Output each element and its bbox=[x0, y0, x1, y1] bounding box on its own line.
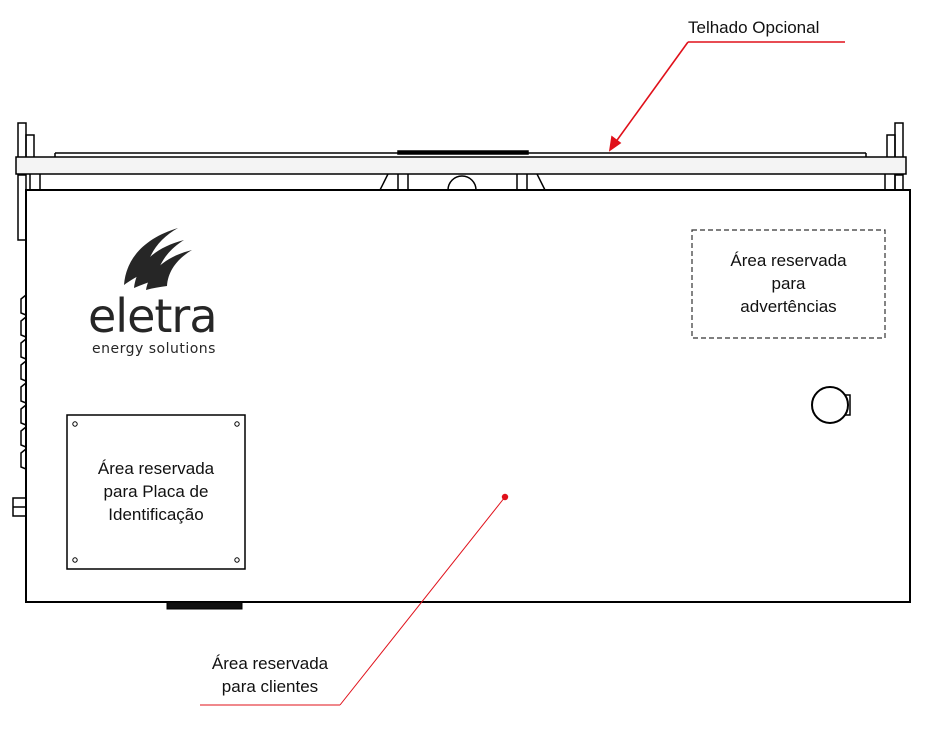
warnings-area bbox=[691, 229, 886, 339]
door-lock bbox=[811, 386, 851, 424]
clients-line-2: para clientes bbox=[221, 677, 319, 696]
warnings-line-3: advertências bbox=[740, 297, 837, 316]
left-vents bbox=[12, 294, 27, 517]
nameplate-line-2: para Placa de bbox=[103, 482, 209, 501]
clients-callout-label: Área reservada para clientes bbox=[195, 652, 345, 698]
bottom-gland bbox=[166, 601, 243, 610]
nameplate-line-1: Área reservada bbox=[97, 459, 215, 478]
enclosure-body bbox=[25, 189, 911, 603]
logo-tagline: energy solutions bbox=[92, 341, 216, 357]
nameplate-area bbox=[66, 414, 246, 570]
nameplate-line-3: Identificação bbox=[108, 505, 204, 524]
eletra-logo-mark bbox=[124, 228, 192, 290]
nameplate-callout-label: Área reservada para Placa de Identificaç… bbox=[67, 457, 245, 526]
warnings-line-1: Área reservada bbox=[730, 251, 847, 270]
warnings-callout-label: Área reservada para advertências bbox=[692, 249, 885, 318]
logo-wordmark: eletra bbox=[88, 289, 218, 343]
roof-callout-label: Telhado Opcional bbox=[688, 18, 820, 37]
warnings-line-2: para bbox=[771, 274, 806, 293]
roof-leader bbox=[608, 41, 845, 152]
optional-roof bbox=[15, 150, 907, 191]
clients-line-1: Área reservada bbox=[211, 654, 329, 673]
clients-leader bbox=[200, 493, 509, 706]
